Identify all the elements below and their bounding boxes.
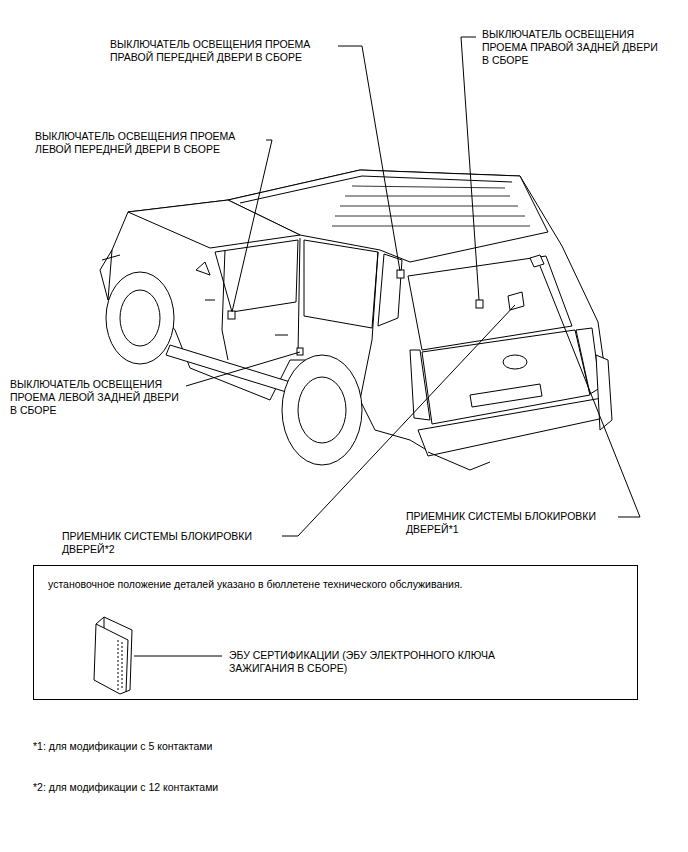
part-label: ВЫКЛЮЧАТЕЛЬ ОСВЕЩЕНИЯ ПРОЕМА ПРАВОЙ ПЕРЕ… xyxy=(110,38,335,64)
part-label: ВЫКЛЮЧАТЕЛЬ ОСВЕЩЕНИЯ ПРОЕМА ЛЕВОЙ ПЕРЕД… xyxy=(35,130,263,156)
footnote: *2: для модификации с 12 контактами xyxy=(33,781,433,794)
note-text: установочное положение деталей указано в… xyxy=(48,578,628,591)
note-box: установочное положение деталей указано в… xyxy=(33,565,638,700)
part-label: ЭБУ СЕРТИФИКАЦИИ (ЭБУ ЭЛЕКТРОННОГО КЛЮЧА… xyxy=(229,649,529,675)
part-label: ВЫКЛЮЧАТЕЛЬ ОСВЕЩЕНИЯ ПРОЕМА ЛЕВОЙ ЗАДНЕ… xyxy=(10,378,182,417)
footnote: *1: для модификации с 5 контактами xyxy=(33,740,433,753)
part-label: ВЫКЛЮЧАТЕЛЬ ОСВЕЩЕНИЯ ПРОЕМА ПРАВОЙ ЗАДН… xyxy=(482,28,662,67)
part-label: ПРИЕМНИК СИСТЕМЫ БЛОКИРОВКИ ДВЕРЕЙ*2 xyxy=(62,530,280,556)
part-label: ПРИЕМНИК СИСТЕМЫ БЛОКИРОВКИ ДВЕРЕЙ*1 xyxy=(406,510,614,536)
